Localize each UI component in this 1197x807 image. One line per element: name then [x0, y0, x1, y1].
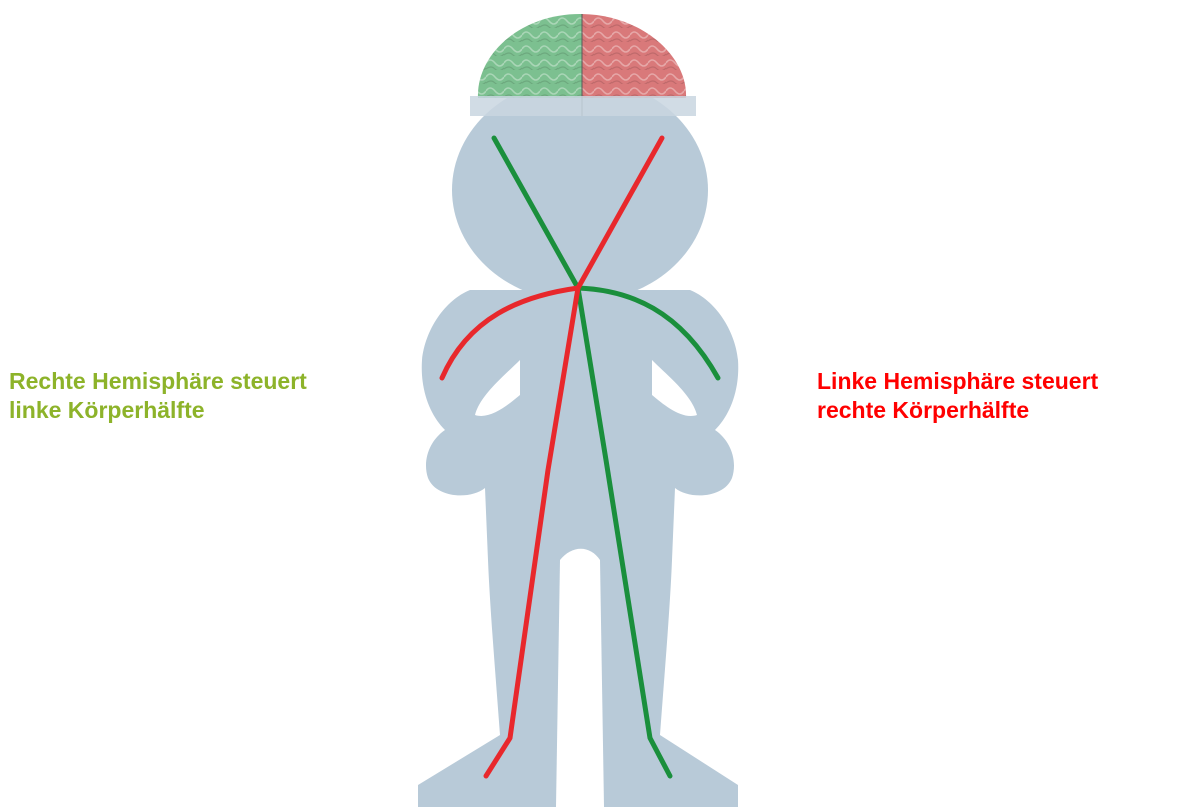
right-caption-line-1: Linke Hemisphäre steuert — [817, 367, 1098, 396]
right-caption: Linke Hemisphäre steuert rechte Körperhä… — [817, 367, 1098, 425]
left-caption-line-2: linke Körperhälfte — [9, 396, 307, 425]
brain-icon — [470, 14, 696, 116]
right-caption-line-2: rechte Körperhälfte — [817, 396, 1098, 425]
left-caption: Rechte Hemisphäre steuert linke Körperhä… — [9, 367, 307, 425]
left-caption-line-1: Rechte Hemisphäre steuert — [9, 367, 307, 396]
